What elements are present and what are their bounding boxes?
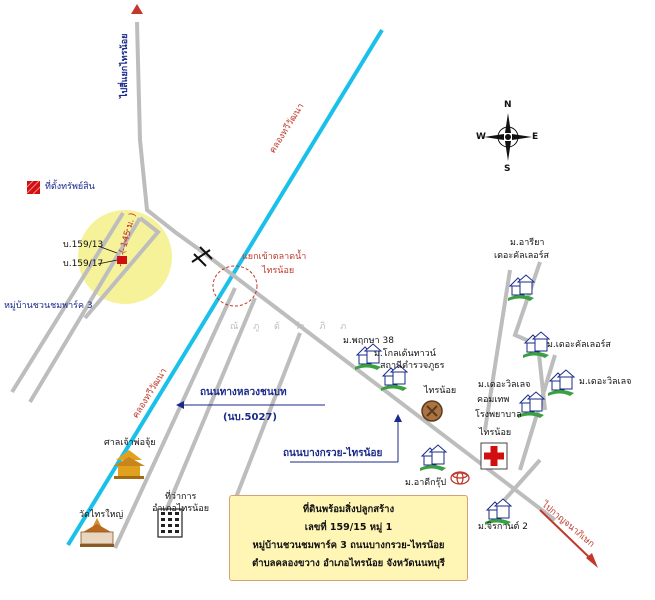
- label-jirakarn-2: ม.จิรกานต์ 2: [478, 522, 528, 532]
- house-icon: [381, 364, 409, 391]
- info-line-1: ที่ดินพร้อมสิ่งปลูกสร้าง: [302, 504, 395, 515]
- house-icon: [355, 343, 383, 370]
- property-marker: [117, 256, 127, 264]
- compass-e-label: E: [532, 132, 539, 142]
- label-the-colors: ม.เดอะคัลเลอร์ส: [547, 340, 611, 350]
- police-station-icon: [421, 400, 443, 422]
- compass-w-label: W: [476, 132, 486, 142]
- label-hospital-2: ไทรน้อย: [479, 428, 512, 438]
- label-intersection-2: ไทรน้อย: [262, 266, 295, 276]
- label-police-2: ไทรน้อย: [424, 386, 457, 396]
- label-shrine: ศาลเจ้าพ่อจุ้ย: [104, 438, 156, 448]
- house-icon: [420, 444, 448, 471]
- label-to-sai-yaek-sai-noi: ไปสี่แยกไทรน้อย: [120, 33, 130, 98]
- legend-swatch-icon: [26, 180, 41, 195]
- compass-n-label: N: [504, 100, 512, 110]
- label-hospital-1: โรงพยาบาล: [475, 410, 522, 420]
- house-icon: [508, 274, 536, 301]
- info-line-4: ตำบลคลองขวาง อำเภอไทรน้อย จังหวัดนนทบุรี: [252, 558, 445, 569]
- label-lot-159-13: บ.159/13: [63, 240, 104, 250]
- roads: [10, 21, 557, 549]
- label-golden-town: ม.โกลเด้นทาวน์: [374, 349, 436, 359]
- compass-icon: [484, 113, 532, 161]
- temple-icon: [80, 518, 114, 547]
- label-police-1: สถานีตำรวจภูธร: [380, 361, 445, 371]
- road-rural-name: ถนนทางหลวงชนบท: [200, 387, 287, 398]
- arrow-north-icon: [131, 4, 143, 14]
- intersection-circle: [212, 265, 258, 307]
- label-areeya: ม.อารียา: [510, 238, 545, 248]
- bridge-icon: [191, 246, 213, 267]
- house-icon: [523, 331, 551, 358]
- shrine-icon: [113, 450, 145, 479]
- property-info-box: ที่ดินพร้อมสิ่งปลูกสร้าง เลขที่ 159/15 ห…: [229, 495, 468, 581]
- house-icons: [355, 274, 576, 525]
- label-wat-sai-yai: วัดไทรใหญ่: [79, 510, 124, 520]
- label-district-office-2: อำเภอไทรน้อย: [152, 504, 209, 514]
- label-intersection: แยกเข้าตลาดน้ำ: [242, 252, 307, 262]
- house-icon: [485, 498, 513, 525]
- label-legend-property: ที่ตั้งทรัพย์สิน: [45, 182, 95, 192]
- info-line-3: หมู่บ้านชวนชมพาร์ค 3 ถนนบางกรวย-ไทรน้อย: [252, 540, 445, 551]
- label-pruksa-38: ม.พฤกษา 38: [343, 336, 394, 346]
- label-the-colors-top: เดอะคัลเลอร์ส: [494, 251, 550, 261]
- label-lot-159-17: บ.159/17: [63, 259, 104, 269]
- toyota-icon: [450, 471, 470, 485]
- label-district-office-1: ที่ว่าการ: [165, 492, 197, 502]
- hospital-icon: [480, 442, 508, 470]
- label-village-3: หมู่บ้านชวนชมพาร์ค 3: [4, 301, 93, 311]
- road-rural-code: (นบ.5027): [223, 412, 277, 423]
- house-icon: [518, 391, 546, 418]
- compass-s-label: S: [504, 164, 511, 174]
- label-adegrup: ม.อาดีกรุ๊ป: [405, 478, 447, 488]
- label-canal-mid: ณ้ ภู ด้ รำ ภิ ภ: [230, 322, 353, 332]
- road-bangkruai-name: ถนนบางกรวย-ไทรน้อย: [283, 448, 383, 459]
- label-comtech: คอมเทพ: [477, 395, 510, 405]
- building-icon: [157, 508, 183, 538]
- house-icon: [548, 369, 576, 396]
- label-the-village-east: ม.เดอะวิลเลจ: [579, 377, 632, 387]
- label-the-village-west: ม.เดอะวิลเลจ: [478, 380, 531, 390]
- info-line-2: เลขที่ 159/15 หมู่ 1: [304, 522, 393, 533]
